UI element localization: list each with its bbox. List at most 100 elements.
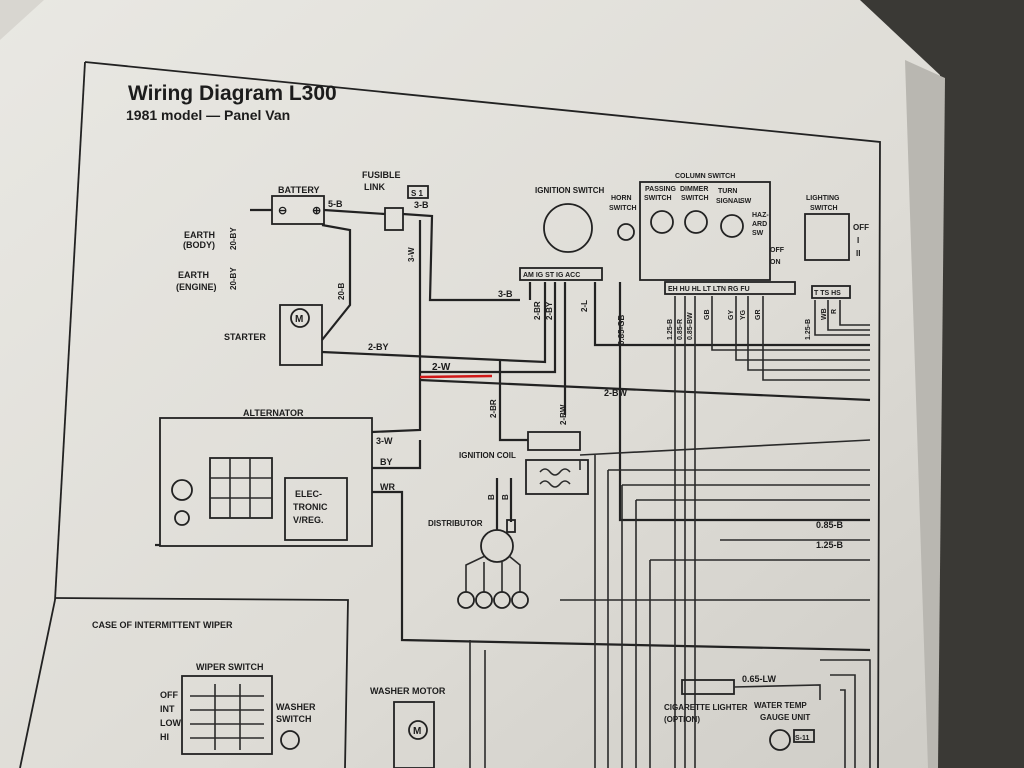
column-sw-label: SW [740,198,752,205]
lighting-pos-1: I [857,236,859,245]
fusible-code: S 1 [411,189,424,198]
hazard-label-1: HAZ- [752,212,769,219]
wire-horn [618,282,870,522]
column-passing-label: PASSING [645,186,677,193]
wire-20by-b-label: 20-BY [229,267,238,290]
diagram-title: Wiring Diagram L300 [128,82,337,105]
distributor-cap [480,529,514,563]
wire-2bw-label: 2-BW [604,388,628,398]
battery-minus: ⊖ [278,205,287,217]
fusible-code-box [407,185,429,199]
regulator-label-2: TRONIC [293,502,328,512]
wire-2by-label: 2-BY [368,342,389,352]
column-signal-label: SIGNAL [716,198,743,205]
cig-lighter-label: CIGARETTE LIGHTER [664,703,748,712]
earth-body-label: EARTH [184,230,215,240]
alternator-diodes [209,457,273,519]
lighting-pos-2: II [856,249,860,258]
column-switch-label: COLUMN SWITCH [675,173,735,180]
cig-lighter-option: (OPTION) [664,715,700,724]
wire-by-label: BY [380,457,393,467]
dimmer-switch-symbol [684,210,708,234]
horn-switch-label-2: SWITCH [609,205,637,212]
lighting-terminals: T TS HS [814,290,841,297]
lighting-switch-label-2: SWITCH [810,205,838,212]
wire-5b-label: 5-B [328,199,343,209]
column-wire-labels: 1.25-B 0.85-R 0.85-BW GB GY YG GR [667,309,762,340]
ignition-coil-box [525,459,589,495]
alternator-label: ALTERNATOR [243,408,304,418]
wire-20b-label: 20-B [337,282,346,300]
wire-2br-v-label: 2-BR [489,399,498,418]
paper-page [0,0,940,768]
lighting-switch-label-1: LIGHTING [806,195,840,202]
regulator-box [284,477,348,541]
svg-text:GR: GR [755,310,762,321]
frame-left-lower [19,599,56,768]
wiper-case-label: CASE OF INTERMITTENT WIPER [92,620,233,630]
washer-motor-label: WASHER MOTOR [370,686,446,696]
bus-wires [469,439,871,768]
frame-left [54,61,86,601]
wire-125b-right-label: 1.25-B [816,540,844,550]
column-terminal-strip [664,281,796,295]
column-switch-box [639,181,771,281]
wiper-case-box [54,597,349,768]
svg-text:GY: GY [728,310,735,320]
coil-winding-2 [539,480,571,488]
washer-switch-label-2: SWITCH [276,714,312,724]
hazard-label-3: SW [752,230,764,237]
column-wires [674,296,870,768]
wire-b2-label: B [501,494,510,500]
on-label: ON [770,259,781,266]
page-stack-edge [905,60,945,768]
earth-engine-sub: (ENGINE) [176,282,217,292]
svg-text:0.85-BW: 0.85-BW [687,312,694,340]
fusible-label-2: LINK [364,182,385,192]
lighting-terminal-strip [811,285,851,299]
wire-wb-label: WB [821,308,828,320]
wire-3w-v-label: 3-W [407,247,416,262]
wiper-switch-contacts [190,684,264,750]
wire-2l [593,282,870,347]
battery-label: BATTERY [278,185,320,195]
battery-plus: ⊕ [312,205,321,217]
wire-065lw-label: 0.65-LW [742,674,777,684]
wire-065lw [733,684,821,700]
wire-2l-label: 2-L [580,300,589,312]
wire-wr-label: WR [380,482,395,492]
ignition-terminals: AM IG ST IG ACC [523,272,580,279]
wire-20b [321,223,352,341]
wire-2by [321,282,547,364]
wiper-switch-box [181,675,273,755]
washer-switch-label-1: WASHER [276,702,316,712]
wire-3w-alt-label: 3-W [376,436,393,446]
horn-switch-label-1: HORN [611,195,632,202]
svg-text:1.25-B: 1.25-B [667,319,674,340]
wire-battery-fusible [323,208,386,216]
svg-text:GB: GB [704,310,711,321]
distributor-condenser [506,519,516,533]
alternator-box [159,417,373,547]
coil-winding-1 [539,468,571,476]
wire-3w [371,220,422,434]
off-label: OFF [770,247,785,254]
water-temp-gauge-symbol [769,729,791,751]
wiper-int: INT [160,704,175,714]
wire-2bw-v-label: 2-BW [559,404,568,425]
wire-2by-ig-label: 2-BY [545,301,554,320]
wire-b1-label: B [487,494,496,500]
svg-text:0.85-R: 0.85-R [677,319,684,340]
water-temp-code: S-11 [795,735,810,742]
wire-125b-label: 1.25-B [805,319,812,340]
fusible-link-body [384,207,404,231]
wire-r-label: R [831,309,838,314]
svg-text:YG: YG [740,309,747,320]
earth-engine-label: EARTH [178,270,209,280]
fusible-label-1: FUSIBLE [362,170,401,180]
column-turn-label: TURN [718,188,737,195]
wire-2bw-h [419,378,871,402]
wiper-low: LOW [160,718,181,728]
